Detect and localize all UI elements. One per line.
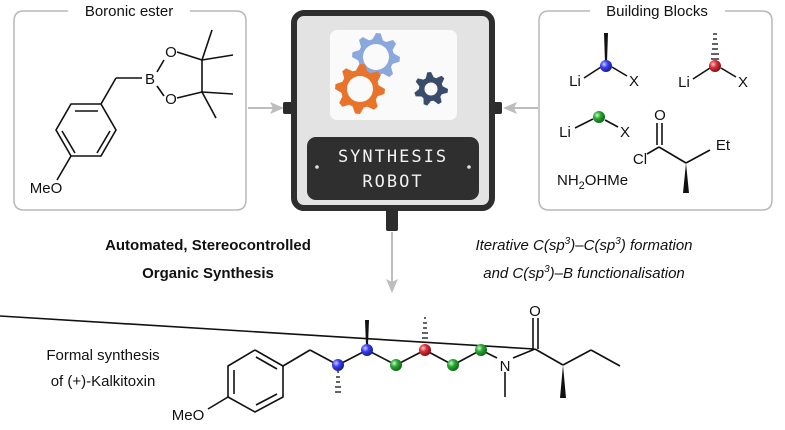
caption-right-line1: Iterative C(sp3)–C(sp3) formation: [475, 236, 692, 254]
amide-oxygen: O: [529, 303, 541, 320]
robot-port-bottom: [386, 205, 398, 231]
building-blocks-title: Building Blocks: [606, 3, 708, 20]
robot-label-plate: [307, 137, 479, 200]
oxygen-atom-bottom: O: [165, 91, 177, 108]
methylene-green: [475, 344, 487, 356]
gear-icon-orange: [335, 64, 385, 114]
plate-rivet-right: [467, 165, 471, 169]
caption-right-line2: and C(sp3)–B functionalisation: [483, 264, 685, 282]
robot-label-line2: ROBOT: [362, 172, 423, 192]
lithium-label: Li: [559, 124, 571, 141]
methoxyamine-reagent: NH2OHMe: [557, 172, 628, 192]
lithium-label: Li: [678, 74, 690, 91]
lithium-label: Li: [569, 73, 581, 90]
chloride-label: Cl: [633, 151, 647, 168]
caption-left-line2: Organic Synthesis: [142, 265, 274, 282]
input-arrow-left: [248, 102, 284, 114]
methoxy-label: MeO: [30, 180, 63, 197]
boronic-ester-panel: Boronic ester B O O MeO: [13, 3, 247, 211]
input-arrow-right: [503, 102, 538, 114]
boron-atom: B: [145, 71, 155, 88]
leaving-group-label: X: [738, 74, 748, 91]
caption-left-line1: Automated, Stereocontrolled: [105, 237, 311, 254]
stereocentre-red: [419, 344, 431, 356]
stereocentre-blue: [600, 60, 612, 72]
leaving-group-label: X: [620, 124, 630, 141]
hash-bond: [335, 317, 428, 393]
ethyl-label: Et: [716, 137, 731, 154]
methylene-green: [593, 111, 605, 123]
stereocentre-blue: [332, 359, 344, 371]
building-blocks-panel: Building Blocks Li X Li X Li X: [538, 3, 773, 211]
building-block-green: Li X: [559, 111, 630, 141]
boronic-ester-title: Boronic ester: [85, 3, 173, 20]
product-label-line2: of (+)-Kalkitoxin: [51, 373, 156, 390]
gear-icon-navy: [414, 72, 448, 106]
oxygen-atom-top: O: [165, 44, 177, 61]
building-block-blue: Li X: [569, 33, 639, 90]
acid-chloride: O Cl Et: [633, 107, 731, 193]
stereocentre-red: [709, 60, 721, 72]
methoxy-label: MeO: [172, 407, 205, 424]
leaving-group-label: X: [629, 73, 639, 90]
synthesis-robot: SYNTHESIS ROBOT: [283, 10, 502, 231]
stereocentre-blue: [361, 344, 373, 356]
methylene-green: [390, 359, 402, 371]
boronic-ester-structure: [55, 29, 234, 181]
amide-nitrogen: N: [500, 358, 511, 375]
carbonyl-oxygen: O: [654, 107, 666, 124]
kalkitoxin-intermediate: N O MeO: [0, 303, 621, 424]
output-arrow-down: [386, 232, 398, 293]
plate-rivet-left: [315, 165, 319, 169]
methylene-green: [447, 359, 459, 371]
robot-label-line1: SYNTHESIS: [338, 147, 448, 167]
product-label-line1: Formal synthesis: [46, 347, 159, 364]
building-block-red: Li X: [678, 33, 748, 91]
